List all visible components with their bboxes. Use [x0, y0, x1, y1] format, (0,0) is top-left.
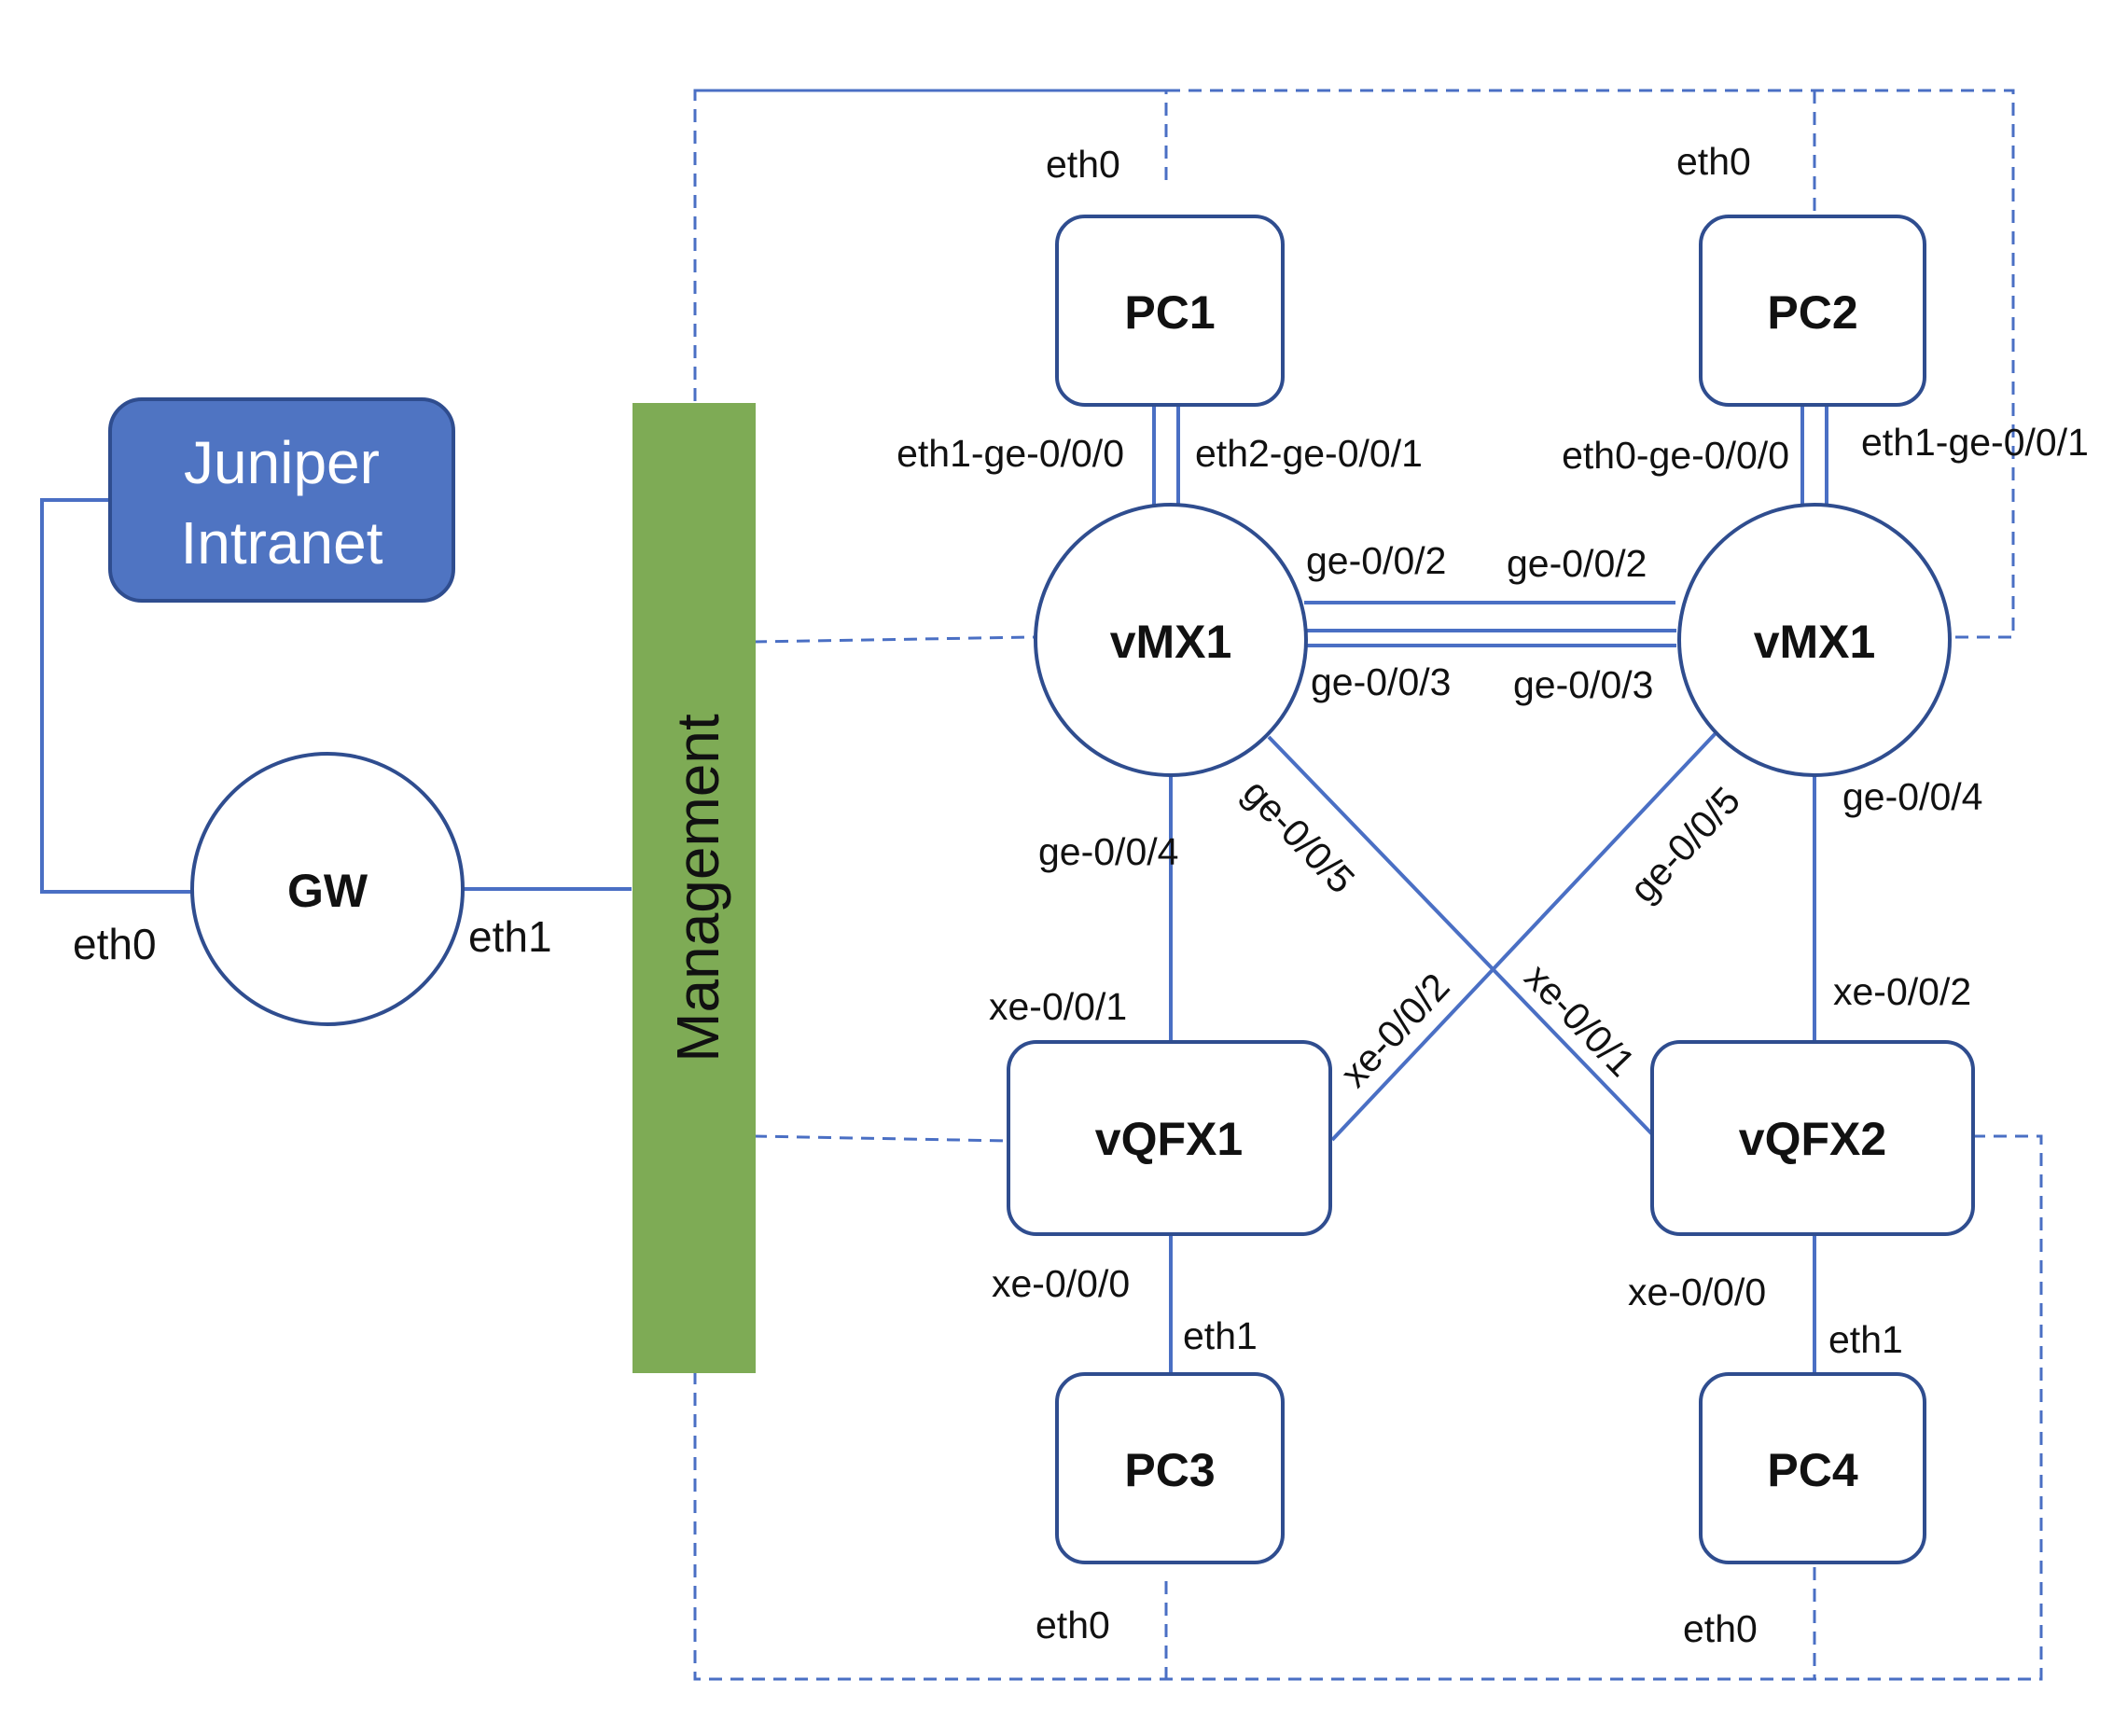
pc2-vmx-b-label: eth1-ge-0/0/1 [1861, 421, 2089, 464]
gw-node: GW [190, 752, 465, 1026]
mgmt-link-vmx-right [695, 89, 2015, 639]
vqfx1-node: vQFX1 [1007, 1040, 1332, 1236]
vqfx1-xe0-label: xe-0/0/0 [992, 1262, 1130, 1305]
vmx2-ge2-label: ge-0/0/2 [1507, 542, 1647, 585]
vmx-right-node: vMX1 [1677, 503, 1952, 777]
vmx-right-label: vMX1 [1754, 616, 1876, 668]
vmx1-ge2-label: ge-0/0/2 [1306, 539, 1446, 582]
pc3-eth1-label: eth1 [1183, 1314, 1258, 1357]
intranet-label-line1: Juniper [184, 429, 380, 496]
pc2-label: PC2 [1767, 286, 1857, 339]
vmx-left-node: vMX1 [1034, 503, 1308, 777]
juniper-intranet-node: Juniper Intranet [108, 397, 455, 603]
pc1-label: PC1 [1124, 286, 1215, 339]
vqfx2-node: vQFX2 [1650, 1040, 1975, 1236]
pc3-node: PC3 [1055, 1372, 1285, 1564]
pc1-vmx-a-label: eth1-ge-0/0/0 [897, 432, 1124, 475]
pc1-vmx-b-label: eth2-ge-0/0/1 [1195, 432, 1423, 475]
gw-eth1-label: eth1 [468, 912, 552, 961]
pc1-eth0-label: eth0 [1046, 143, 1120, 186]
pc1-node: PC1 [1055, 215, 1285, 407]
vmx-left-label: vMX1 [1110, 616, 1232, 668]
management-bar: Management [633, 403, 756, 1373]
gw-eth0-label: eth0 [73, 920, 157, 968]
intranet-label-line2: Intranet [180, 509, 382, 576]
mgmt-link-vqfx2 [693, 1134, 2043, 1681]
pc2-node: PC2 [1699, 215, 1926, 407]
link-vmx1-vqfx2 [1267, 735, 1656, 1138]
pc2-vmx-a-label: eth0-ge-0/0/0 [1562, 434, 1789, 477]
vqfx2-xe2-label: xe-0/0/2 [1833, 970, 1971, 1013]
link-intranet-gw [40, 498, 191, 894]
pc3-label: PC3 [1124, 1444, 1215, 1496]
vqfx1-xe1-label: xe-0/0/1 [989, 985, 1127, 1028]
vmx2-ge5-label: ge-0/0/5 [1621, 779, 1748, 910]
pc4-eth1-label: eth1 [1828, 1318, 1903, 1361]
pc4-node: PC4 [1699, 1372, 1926, 1564]
gw-label: GW [287, 865, 368, 917]
pc4-eth0-label: eth0 [1683, 1607, 1758, 1650]
mgmt-link-pc1 [693, 89, 1168, 401]
management-links [693, 89, 2043, 1681]
vmx1-ge4-label: ge-0/0/4 [1038, 830, 1178, 873]
mgmt-link-vmx-left [753, 635, 1035, 644]
vqfx2-xe1-label: xe-0/0/1 [1517, 955, 1644, 1085]
link-vmx2-vqfx1 [1330, 730, 1718, 1142]
vqfx1-label: vQFX1 [1095, 1113, 1243, 1165]
pc3-eth0-label: eth0 [1036, 1604, 1110, 1646]
vmx2-ge4-label: ge-0/0/4 [1842, 775, 1982, 818]
pc2-eth0-label: eth0 [1676, 140, 1751, 183]
mgmt-link-vqfx1 [753, 1134, 1008, 1143]
pc4-label: PC4 [1767, 1444, 1857, 1496]
vmx2-ge3-label: ge-0/0/3 [1513, 663, 1653, 706]
management-label: Management [664, 714, 731, 1062]
data-links [40, 404, 1828, 1374]
vqfx2-label: vQFX2 [1739, 1113, 1886, 1165]
vmx1-ge5-label: ge-0/0/5 [1235, 771, 1364, 901]
vmx1-ge3-label: ge-0/0/3 [1311, 660, 1451, 703]
vqfx2-xe0-label: xe-0/0/0 [1628, 1271, 1766, 1313]
